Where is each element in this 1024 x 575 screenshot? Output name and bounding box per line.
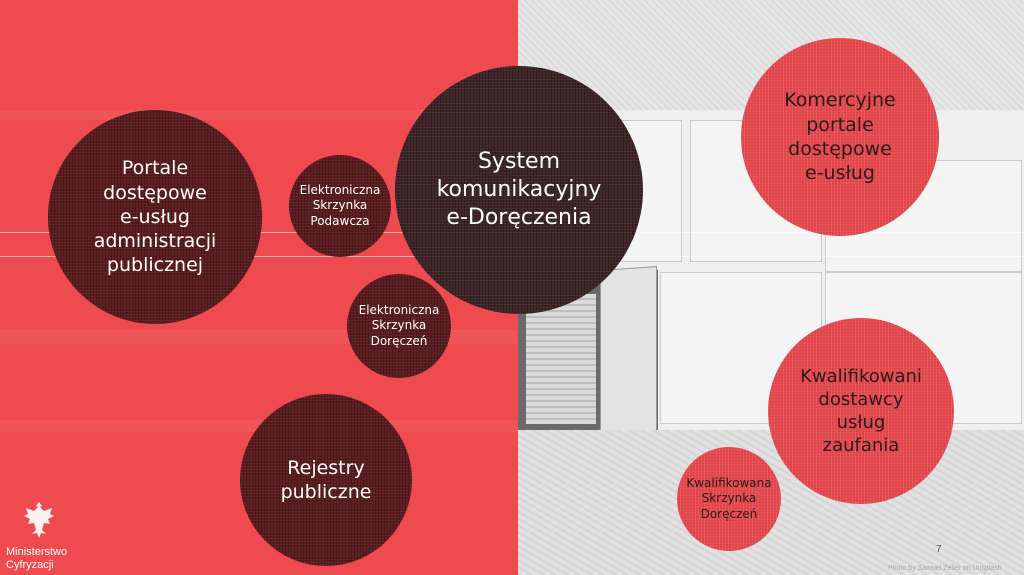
circle-text-line: Skrzynka — [371, 318, 427, 333]
photo-credit: Photo by Samuel Zeller on Unsplash — [888, 565, 1002, 572]
ministry-label-line2: Cyfryzacji — [6, 559, 54, 571]
circle-text-line: Elektroniczna — [299, 182, 381, 197]
circle-komercyjne-portale: Komercyjne portale dostępowe e-usług — [741, 38, 939, 236]
circle-rejestry-publiczne: Rejestry publiczne — [240, 394, 412, 566]
circle-text-line: System — [477, 148, 561, 174]
circle-text-line: e-usług — [120, 205, 190, 228]
circle-text-line: Rejestry — [287, 456, 365, 479]
polish-eagle-emblem-icon — [24, 502, 54, 538]
ministry-label: Ministerstwo Cyfryzacji — [6, 546, 67, 572]
circle-kwalifikowani-dostawcy: Kwalifikowani dostawcy usług zaufania — [768, 318, 954, 504]
circle-skrzynka-doreczen: Elektroniczna Skrzynka Doręczeń — [347, 274, 451, 378]
circle-text-line: komunikacyjny — [436, 176, 602, 202]
ministry-label-line1: Ministerstwo — [6, 546, 68, 558]
circle-text-line: Portale — [121, 157, 189, 180]
circle-text-line: usług — [836, 412, 886, 433]
circle-text-line: Komercyjne — [784, 89, 896, 112]
circle-text-line: Skrzynka — [312, 198, 368, 213]
circle-text-line: dostępowe — [103, 181, 207, 204]
circle-skrzynka-podawcza: Elektroniczna Skrzynka Podawcza — [289, 155, 391, 257]
circle-text-line: administracji — [93, 230, 217, 253]
circle-text-line: Kwalifikowana — [686, 475, 772, 490]
circle-text-line: Doręczeń — [370, 333, 428, 348]
circle-text-line: Podawcza — [310, 213, 370, 228]
mailbox-door — [600, 266, 657, 444]
circle-system-e-doreczenia: System komunikacyjny e-Doręczenia — [395, 66, 643, 314]
circle-text-line: Doręczeń — [700, 506, 758, 521]
circle-text-line: e-usług — [805, 162, 875, 185]
circle-text-line: publiczne — [280, 481, 372, 503]
circle-portale-administracji: Portale dostępowe e-usług administracji … — [48, 110, 262, 324]
circle-text-line: e-Doręczenia — [446, 205, 592, 231]
circle-text-line: Kwalifikowani — [800, 365, 922, 387]
letters-stack — [526, 294, 596, 424]
circle-text-line: dostępowe — [788, 138, 892, 160]
overlay-band — [0, 110, 518, 120]
circle-kwalifikowana-skrzynka: Kwalifikowana Skrzynka Doręczeń — [677, 447, 781, 551]
circle-text-line: zaufania — [822, 435, 900, 457]
circle-text-line: portale — [806, 113, 874, 136]
circle-text-line: dostawcy — [818, 388, 904, 410]
circle-text-line: Elektroniczna — [358, 302, 440, 317]
circle-text-line: Skrzynka — [701, 491, 757, 506]
page-number: 7 — [936, 544, 942, 555]
circle-text-line: publicznej — [106, 254, 204, 277]
